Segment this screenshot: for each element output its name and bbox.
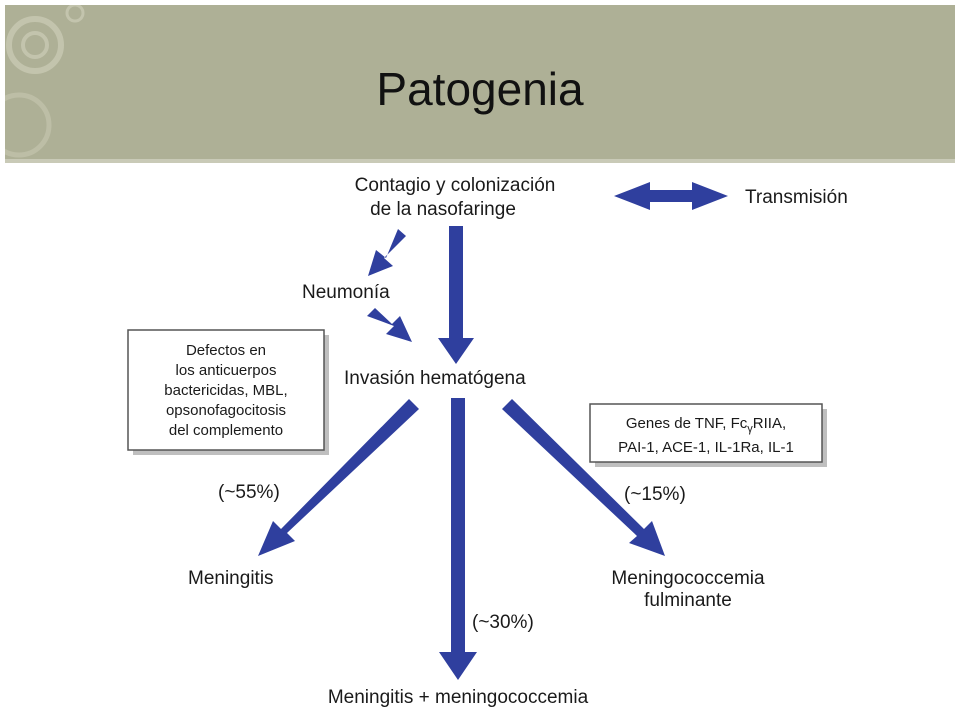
arrow-neumonia-invasion: [367, 308, 412, 342]
right-box: [589, 403, 823, 463]
node-neumonia: Neumonía: [302, 282, 390, 303]
arrow-invasion-meningitis: [258, 399, 419, 556]
right-box-line-2: PAI-1, ACE-1, IL-1Ra, IL-1: [618, 439, 794, 456]
left-box-line-3: bactericidas, MBL,: [164, 382, 287, 399]
left-box-line-1: Defectos en: [186, 342, 266, 359]
node-contagio-line2: de la nasofaringe: [370, 199, 516, 220]
left-box-line-4: opsonofagocitosis: [166, 402, 286, 419]
percent-combined: (~30%): [472, 612, 534, 633]
slide-title: Patogenia: [376, 63, 584, 115]
left-box: [127, 329, 325, 451]
node-contagio-line1: Contagio y colonización: [355, 175, 556, 196]
header-band: [5, 5, 955, 159]
node-invasion: Invasión hematógena: [344, 368, 526, 389]
arrow-contagio-neumonia: [368, 229, 406, 276]
percent-meningitis: (~55%): [218, 482, 280, 503]
arrow-contagio-invasion: [438, 226, 474, 364]
right-box-line-1a: Genes de TNF, Fc: [626, 415, 748, 432]
arrow-invasion-combined: [439, 398, 477, 680]
left-box-line-5: del complemento: [169, 422, 283, 439]
percent-meningococcemia: (~15%): [624, 484, 686, 505]
arrow-invasion-meningococcemia: [502, 399, 665, 556]
right-box-line-1b: RIIA,: [753, 415, 786, 432]
node-meningococcemia-line2: fulminante: [644, 590, 732, 611]
node-transmision: Transmisión: [745, 187, 848, 208]
transmission-double-arrow: [614, 182, 728, 210]
left-box-line-2: los anticuerpos: [176, 362, 277, 379]
right-box-line-1-sub: γ: [747, 423, 753, 435]
node-meningitis: Meningitis: [188, 568, 274, 589]
right-box-line-1: Genes de TNF, FcγRIIA,: [626, 415, 786, 435]
decorative-circles: [5, 5, 85, 158]
node-combined: Meningitis + meningococcemia: [328, 687, 589, 708]
header-underline: [5, 159, 955, 163]
node-meningococcemia-line1: Meningococcemia: [611, 568, 765, 589]
